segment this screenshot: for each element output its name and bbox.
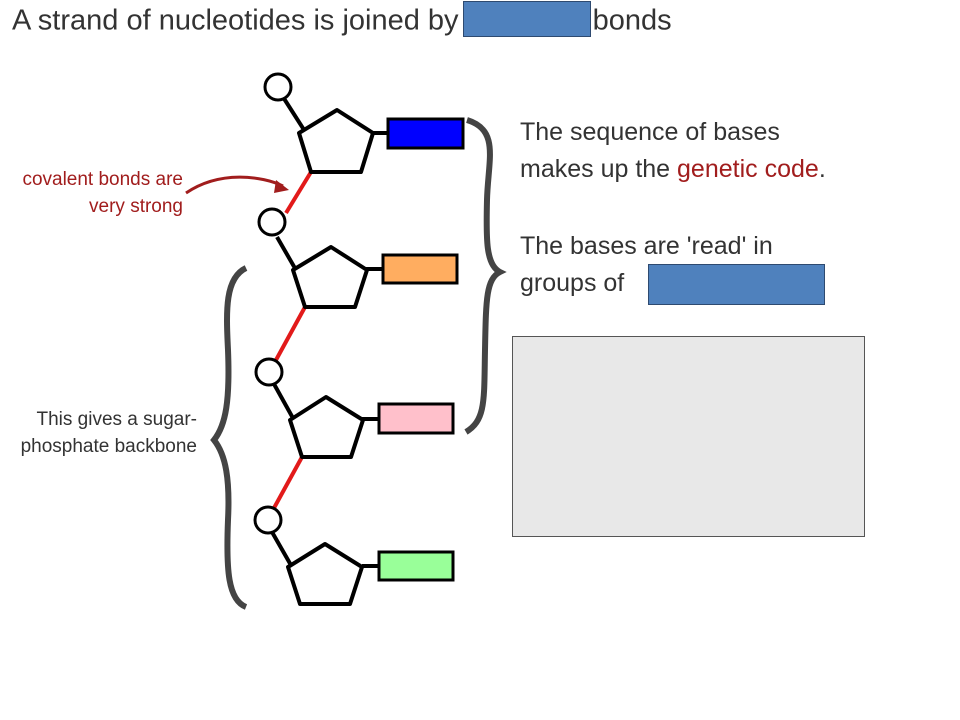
sugar-pentagon-4 [286, 542, 364, 606]
sugar-pentagon-3 [288, 395, 365, 459]
base-rect-green [377, 550, 455, 582]
title-text-after: bonds [592, 4, 672, 37]
phosphate-circle-1 [263, 72, 293, 102]
genetic-code-highlight: genetic code [677, 155, 819, 183]
covalent-bond-2 [274, 306, 307, 361]
answer-panel[interactable] [512, 336, 865, 537]
base-rect-pink [377, 402, 455, 435]
slide-title: A strand of nucleotides is joined by bond… [12, 1, 672, 40]
reading-frame-line1: The bases are 'read' in [520, 232, 773, 260]
covalent-bonds [272, 170, 313, 509]
phosphate-circle-4 [253, 505, 283, 535]
covalent-arrow-icon [185, 175, 284, 195]
base-rect-orange [381, 253, 459, 285]
phosphate-sugar-link-2 [275, 236, 298, 271]
sugar-pentagon-1 [297, 108, 375, 174]
hidden-answer-cover[interactable] [462, 1, 591, 37]
base-rect-blue [386, 117, 465, 150]
left-brace-icon [210, 265, 248, 610]
phosphate-sugar-link-3 [272, 383, 296, 421]
genetic-code-line1: The sequence of bases [520, 118, 780, 146]
genetic-code-text: The sequence of bases makes up the genet… [520, 114, 826, 188]
phosphate-circle-2 [257, 207, 287, 237]
phosphate-sugar-link-1 [281, 95, 308, 135]
hidden-answer-box[interactable] [648, 264, 825, 305]
backbone-annotation: This gives a sugar- phosphate backbone [10, 406, 197, 460]
genetic-code-line2: makes up the genetic code. [520, 151, 826, 188]
genetic-code-suffix: . [818, 155, 826, 183]
arrowhead-icon [274, 180, 289, 193]
backbone-annotation-line1: This gives a sugar- [36, 409, 197, 430]
phosphate-sugar-link-4 [270, 531, 294, 568]
covalent-bond-1 [284, 170, 313, 215]
covalent-annotation-line2: very strong [89, 196, 183, 217]
backbone-annotation-line2: phosphate backbone [20, 436, 197, 457]
sugar-pentagon-2 [291, 245, 369, 309]
reading-frame-line2: groups of [520, 269, 625, 297]
covalent-bond-3 [272, 456, 304, 509]
right-brace-icon [464, 117, 507, 435]
reading-frame-text: The bases are 'read' in groups of [520, 228, 773, 302]
covalent-annotation-line1: covalent bonds are [22, 169, 183, 190]
title-text-before: A strand of nucleotides is joined by [12, 4, 459, 37]
covalent-annotation: covalent bonds are very strong [10, 166, 183, 220]
genetic-code-prefix: makes up the [520, 155, 678, 183]
phosphate-circle-3 [254, 357, 284, 387]
